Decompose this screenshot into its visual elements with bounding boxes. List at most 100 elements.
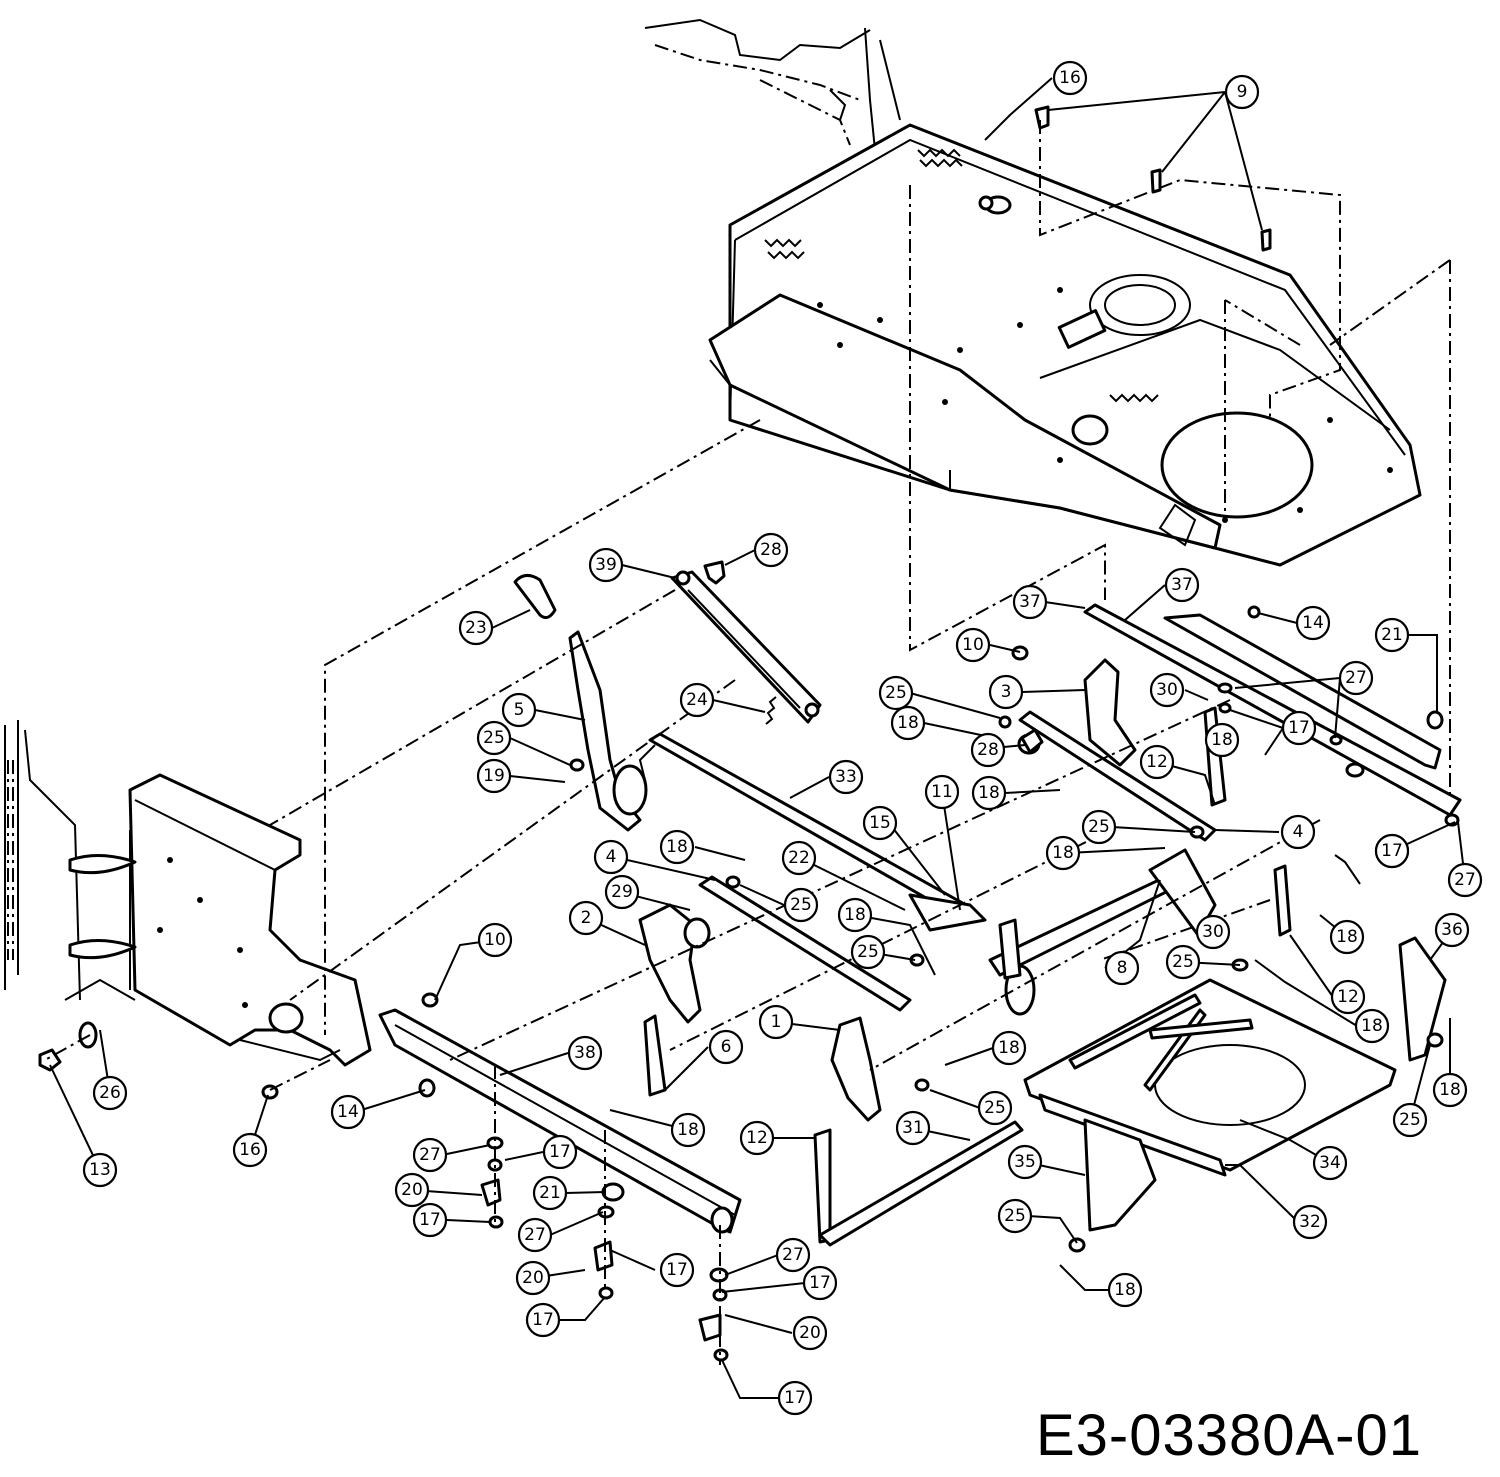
callout-number: 27: [782, 1245, 804, 1265]
callout-circle: [828, 759, 864, 795]
callout-18: 18: [659, 829, 695, 865]
callout-number: 18: [1114, 1280, 1136, 1300]
callout-number: 29: [611, 882, 633, 902]
callout-9: 9: [1224, 74, 1260, 110]
callout-34: 34: [1312, 1145, 1348, 1181]
callout-18: 18: [991, 1030, 1027, 1066]
callout-circle: [1447, 862, 1483, 898]
callout-27: 27: [1338, 660, 1374, 696]
callout-25: 25: [476, 720, 512, 756]
callout-25: 25: [1392, 1102, 1428, 1138]
arm-1: [830, 1016, 882, 1122]
callout-number: 4: [606, 847, 617, 867]
callout-circle: [1374, 617, 1410, 653]
callout-number: 21: [1381, 625, 1403, 645]
callout-12: 12: [739, 1120, 775, 1156]
lever-12: [813, 1128, 832, 1244]
bar-32: [1038, 1093, 1227, 1177]
callout-number: 11: [931, 782, 953, 802]
callout-5: 5: [501, 692, 537, 728]
callout-number: 25: [1088, 817, 1110, 837]
callout-number: 18: [666, 837, 688, 857]
callout-circle: [895, 1110, 931, 1146]
callout-number: 27: [1345, 668, 1367, 688]
callout-circle: [670, 1112, 706, 1148]
callout-number: 18: [978, 783, 1000, 803]
callout-circle: [92, 1075, 128, 1111]
callout-circle: [412, 1137, 448, 1173]
callout-number: 18: [1361, 1016, 1383, 1036]
bolt-28: [703, 560, 726, 585]
callout-20: 20: [515, 1260, 551, 1296]
link-39: [670, 570, 822, 724]
callout-number: 3: [1001, 682, 1012, 702]
callout-circle: [1052, 60, 1088, 96]
callout-21: 21: [532, 1175, 568, 1211]
callout-29: 29: [604, 874, 640, 910]
callout-number: 15: [869, 813, 891, 833]
callout-number: 25: [885, 683, 907, 703]
callout-number: 21: [539, 1183, 561, 1203]
callout-20: 20: [394, 1172, 430, 1208]
callout-25: 25: [783, 887, 819, 923]
upper-body-fragment: [644, 18, 901, 151]
callout-number: 37: [1019, 592, 1041, 612]
callout-16: 16: [232, 1132, 268, 1168]
callout-number: 12: [746, 1128, 768, 1148]
callout-12: 12: [1330, 979, 1366, 1015]
callout-circle: [775, 1237, 811, 1273]
callout-27: 27: [517, 1217, 553, 1253]
callout-number: 25: [790, 895, 812, 915]
callout-number: 5: [514, 700, 525, 720]
callout-circle: [997, 1198, 1033, 1234]
callout-number: 17: [809, 1273, 831, 1293]
callout-circle: [783, 887, 819, 923]
callout-circle: [781, 840, 817, 876]
callout-circle: [1392, 1102, 1428, 1138]
bar-37: [1083, 603, 1462, 817]
callout-17: 17: [1374, 833, 1410, 869]
callout-18: 18: [1354, 1008, 1390, 1044]
callout-circle: [394, 1172, 430, 1208]
callout-circle: [659, 1252, 695, 1288]
callout-number: 20: [799, 1323, 821, 1343]
callout-number: 25: [1399, 1110, 1421, 1130]
callout-28: 28: [970, 732, 1006, 768]
callout-circle: [777, 1380, 813, 1416]
callout-circle: [1330, 979, 1366, 1015]
document-code: E3-03380A-01: [1035, 1403, 1422, 1468]
callout-2: 2: [568, 900, 604, 936]
callout-18: 18: [1107, 1272, 1143, 1308]
callout-circle: [1107, 1272, 1143, 1308]
callout-number: 31: [902, 1118, 924, 1138]
callout-number: 35: [1014, 1152, 1036, 1172]
callout-number: 17: [532, 1310, 554, 1330]
callout-number: 9: [1237, 82, 1248, 102]
callout-number: 17: [419, 1210, 441, 1230]
callout-number: 12: [1337, 987, 1359, 1007]
callout-circle: [991, 1030, 1027, 1066]
callout-1: 1: [758, 1004, 794, 1040]
callout-14: 14: [330, 1094, 366, 1130]
callout-36: 36: [1434, 912, 1470, 948]
callout-number: 16: [239, 1140, 261, 1160]
callout-18: 18: [670, 1112, 706, 1148]
callout-number: 37: [1171, 575, 1193, 595]
callout-circle: [659, 829, 695, 865]
callout-number: 4: [1293, 822, 1304, 842]
callout-circle: [924, 774, 960, 810]
callout-number: 18: [897, 713, 919, 733]
callout-10: 10: [477, 922, 513, 958]
callout-circle: [758, 1004, 794, 1040]
callout-33: 33: [828, 759, 864, 795]
callout-circle: [412, 1202, 448, 1238]
callout-number: 19: [483, 766, 505, 786]
callout-4: 4: [1280, 814, 1316, 850]
callout-circle: [988, 674, 1024, 710]
callout-38: 38: [567, 1035, 603, 1071]
callout-circle: [708, 1029, 744, 1065]
callout-11: 11: [924, 774, 960, 810]
callout-18: 18: [1204, 722, 1240, 758]
callout-circle: [1338, 660, 1374, 696]
